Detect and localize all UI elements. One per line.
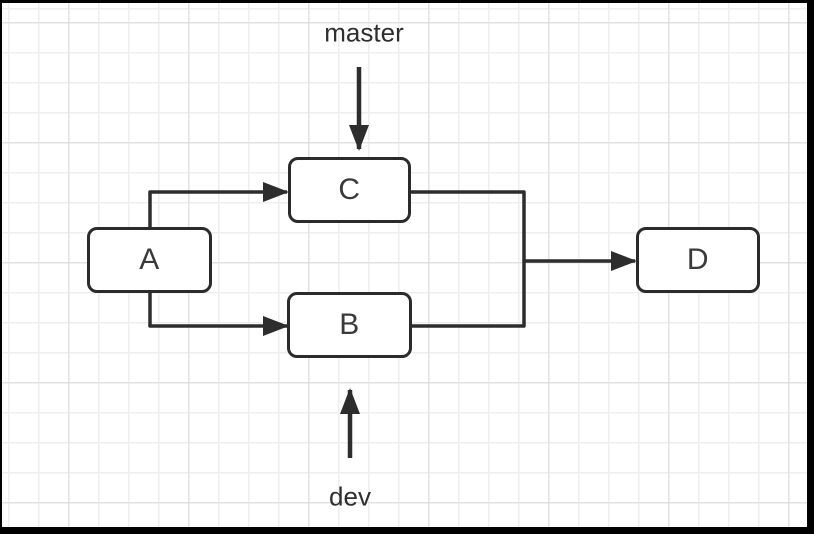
edge-a-to-c[interactable]: [148, 182, 289, 228]
branch-label-master[interactable]: master: [324, 17, 404, 48]
node-b-label: B: [339, 308, 360, 341]
node-d-label: D: [686, 243, 710, 276]
edge-b-to-merge[interactable]: [412, 261, 526, 328]
node-d[interactable]: D: [636, 227, 760, 293]
node-c-label: C: [338, 173, 361, 206]
connector-layer: [148, 67, 637, 458]
whiteboard-canvas[interactable]: master A C B D dev: [2, 3, 807, 527]
node-a-label: A: [139, 243, 160, 276]
branch-label-dev[interactable]: dev: [329, 481, 371, 512]
node-a[interactable]: A: [87, 227, 212, 293]
node-b[interactable]: B: [287, 292, 412, 358]
edge-c-to-merge[interactable]: [411, 190, 526, 261]
edge-a-to-b[interactable]: [148, 292, 289, 336]
node-c[interactable]: C: [288, 157, 411, 223]
